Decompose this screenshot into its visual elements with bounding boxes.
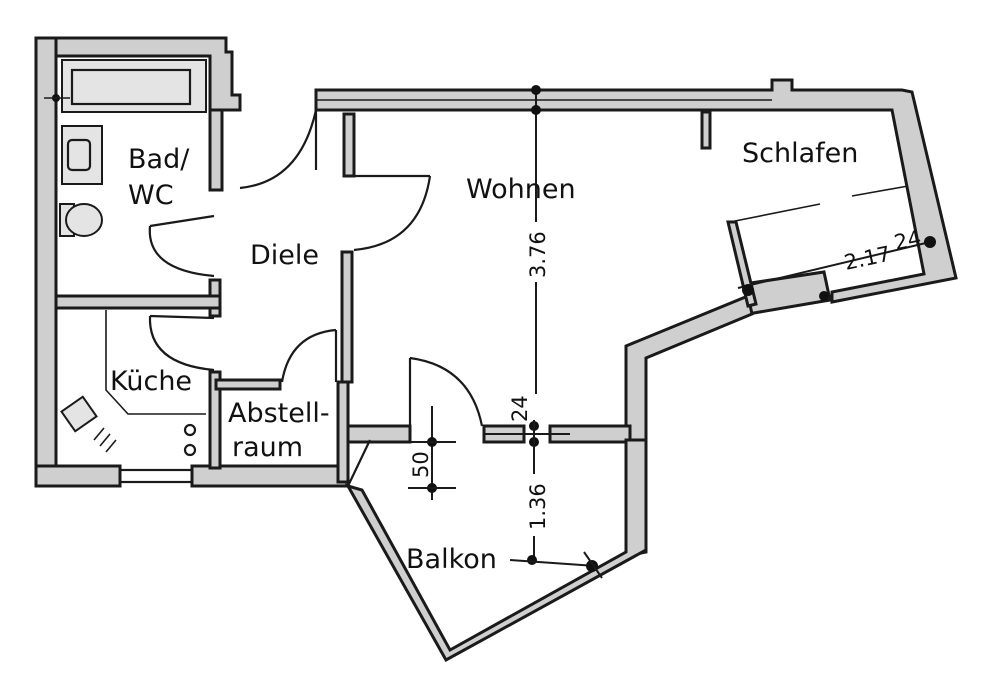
- wall-bad-right: [208, 108, 224, 192]
- wall-wohnen-left-top: [342, 112, 356, 178]
- label-abstellraum-2: raum: [232, 432, 303, 463]
- wall-left: [34, 36, 58, 488]
- toilet: [59, 203, 103, 237]
- bathtub: [61, 59, 207, 113]
- doors: [148, 109, 484, 427]
- wall-schlafen-bottom: [742, 270, 832, 316]
- label-schlafen: Schlafen: [742, 138, 858, 169]
- label-bad-wc-2: WC: [128, 180, 174, 211]
- dim-wohnen-depth: 3.76: [526, 231, 550, 278]
- dim-schlafen-wall: 24: [892, 226, 923, 255]
- dim-schlafen-width: 2.17: [842, 242, 893, 275]
- wall-bad-kueche: [54, 294, 222, 310]
- dimension-lines: [44, 85, 936, 579]
- label-kueche: Küche: [110, 366, 192, 397]
- label-wohnen: Wohnen: [466, 174, 576, 205]
- wall-abstell-top: [214, 378, 282, 391]
- wall-kueche-right: [208, 370, 222, 470]
- balcony-outline: [344, 438, 648, 663]
- label-bad-wc-1: Bad/: [128, 144, 190, 175]
- wall-schlafen-stub-top: [700, 110, 712, 150]
- walls: [34, 36, 958, 558]
- window-kueche: [118, 468, 194, 484]
- wall-bottom-left: [34, 464, 122, 488]
- label-balkon: Balkon: [406, 544, 497, 575]
- dim-balkon-depth: 1.36: [526, 483, 550, 530]
- dim-wall-thickness: 24: [508, 395, 532, 422]
- wall-top-main: [314, 78, 958, 304]
- kitchen-counter: [60, 310, 206, 457]
- washbasin: [61, 125, 103, 185]
- label-diele: Diele: [250, 240, 319, 271]
- label-abstellraum-1: Abstell-: [228, 398, 330, 429]
- wall-wohnen-left-bottom: [340, 250, 354, 384]
- dim-door-width: 50: [409, 451, 433, 478]
- wall-living-bottom-left: [346, 424, 412, 444]
